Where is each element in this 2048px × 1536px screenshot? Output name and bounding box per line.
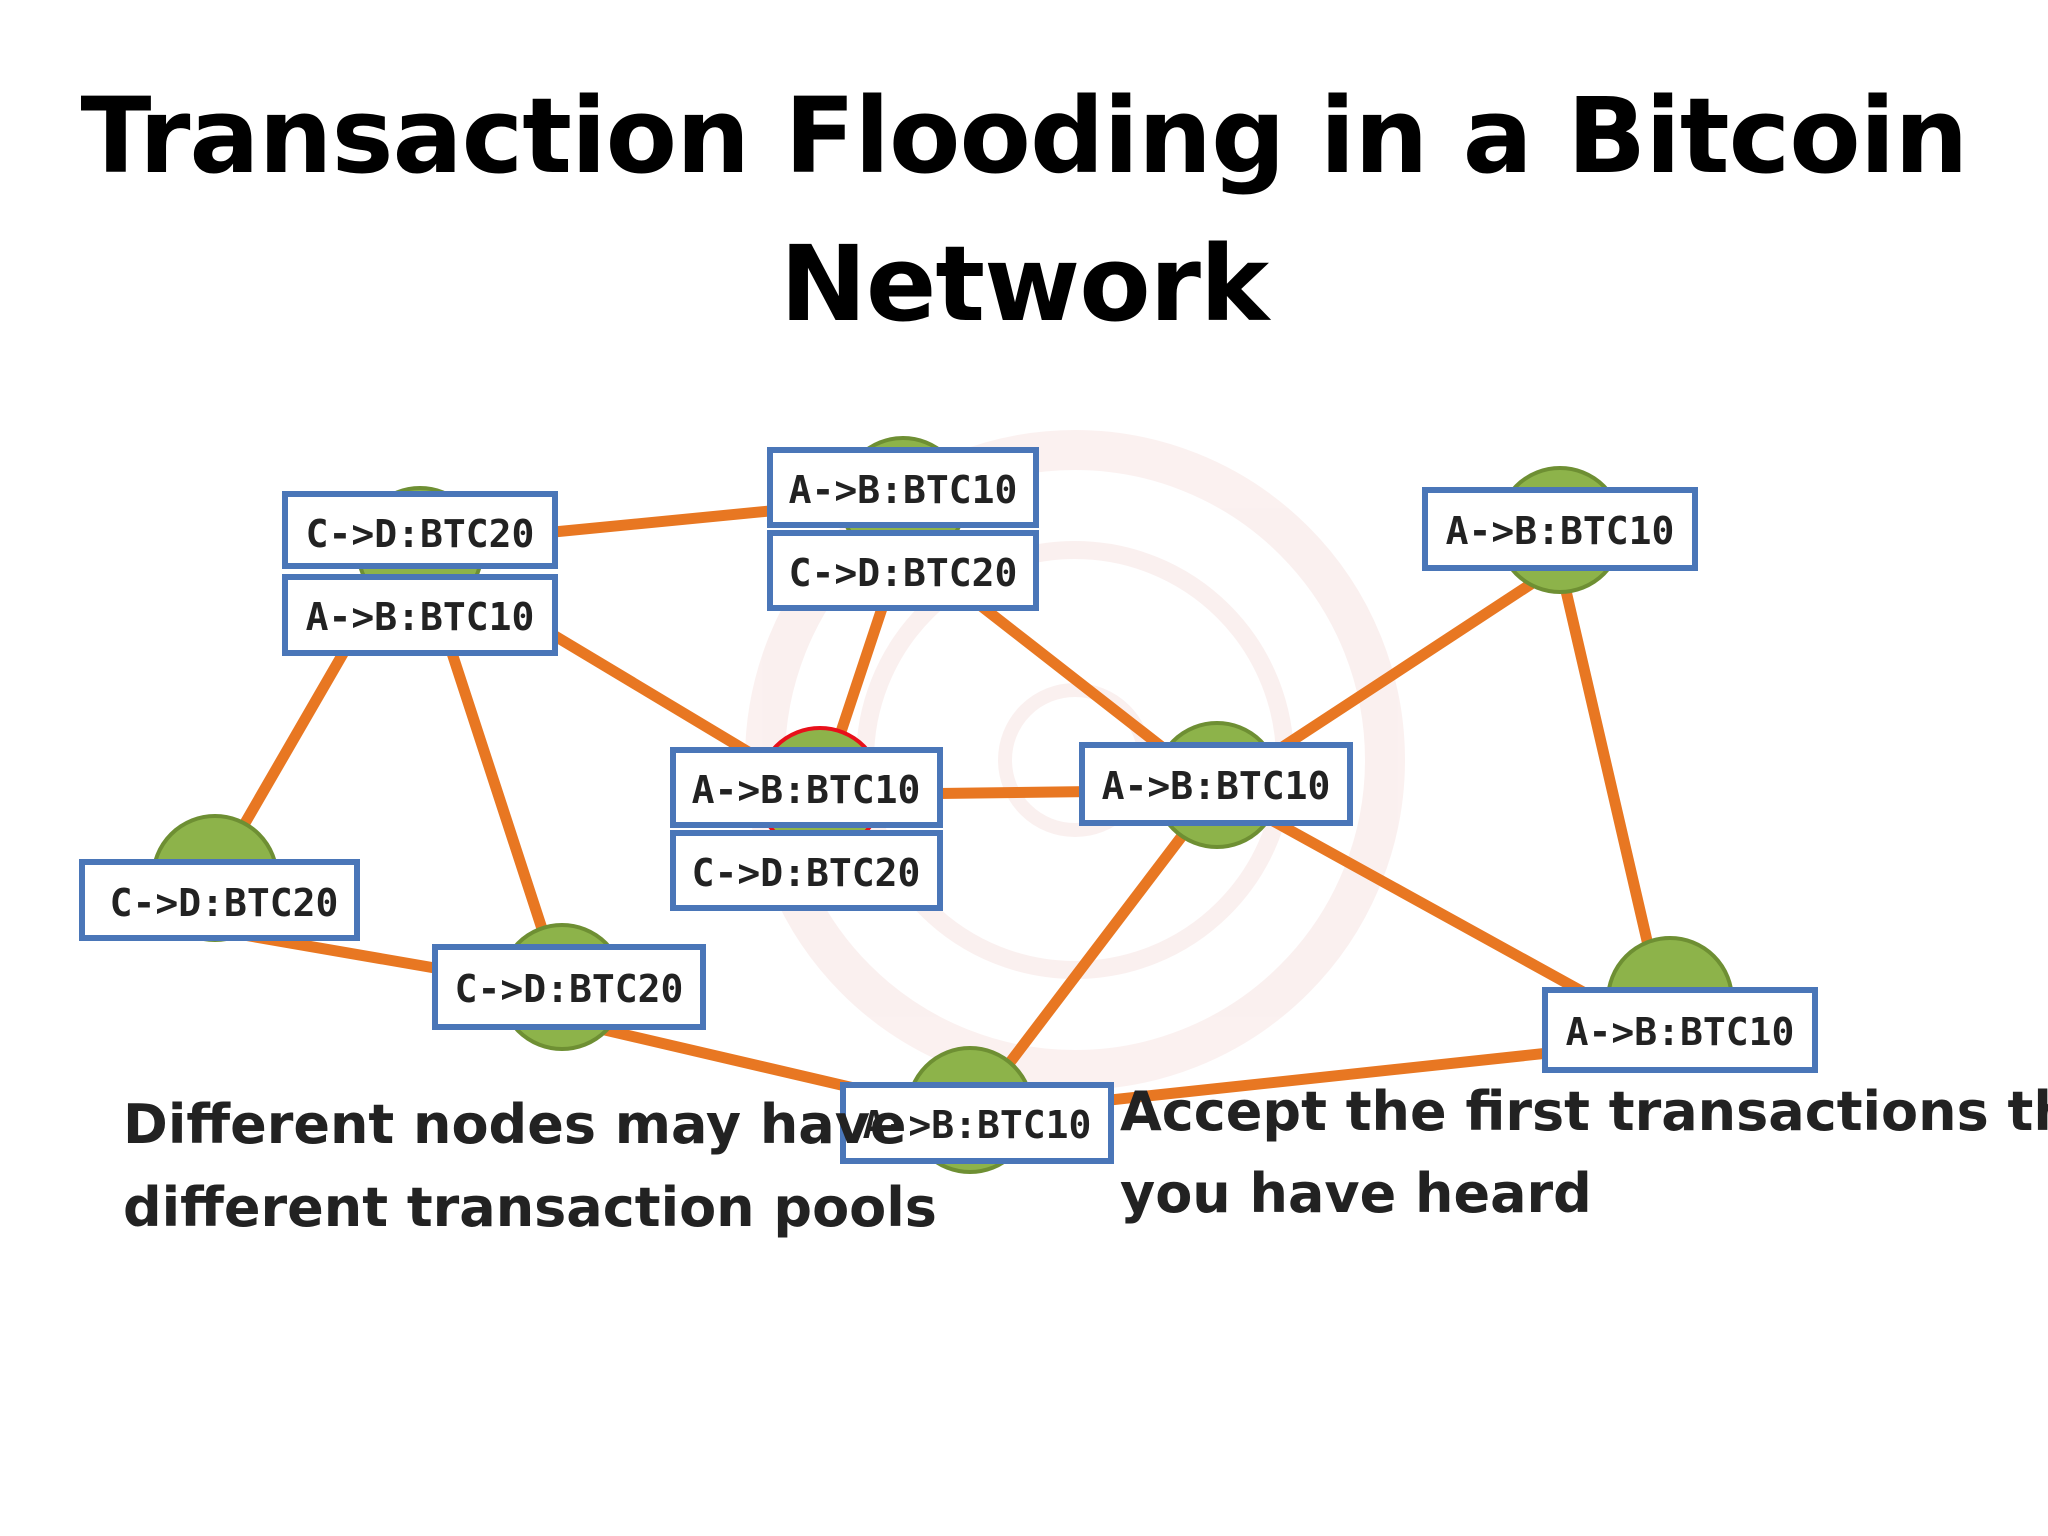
caption-left: Different nodes may have different trans… [123,1093,937,1239]
tx-label: C->D:BTC20 [789,551,1018,595]
tx-box [670,830,943,911]
tx-pool-mid-low: C->D:BTC20 [432,944,706,1030]
tx-box [282,574,558,656]
edge-center-bottom [965,786,1222,1119]
tx-pools: C->D:BTC20 A->B:BTC10 A->B:BTC10 C->D:BT… [79,447,1818,1164]
caption-right-line-1: Accept the first transactions that [1120,1080,2048,1143]
tx-label: A->B:BTC10 [863,1103,1092,1147]
tx-box [767,447,1039,528]
caption-right-line-2: you have heard [1120,1162,1592,1225]
tx-label: A->B:BTC10 [306,595,535,639]
tx-box [670,747,943,828]
tx-box [282,491,558,569]
caption-right: Accept the first transactions that you h… [1120,1080,2048,1225]
slide-title: Transaction Flooding in a Bitcoin Networ… [80,75,1969,345]
tx-label: C->D:BTC20 [110,881,339,925]
tx-label: C->D:BTC20 [455,967,684,1011]
caption-left-line-2: different transaction pools [123,1176,937,1239]
tx-pool-top: A->B:BTC10 C->D:BTC20 [767,447,1039,611]
tx-pool-top-left: C->D:BTC20 A->B:BTC10 [282,491,558,656]
tx-pool-origin: A->B:BTC10 C->D:BTC20 [670,747,943,911]
tx-box [767,530,1039,611]
tx-label: C->D:BTC20 [306,512,535,556]
tx-pool-bottom-right: A->B:BTC10 [1542,987,1818,1073]
tx-pool-top-right: A->B:BTC10 [1422,487,1698,571]
tx-label: A->B:BTC10 [692,768,921,812]
tx-box [1542,987,1818,1073]
caption-left-line-1: Different nodes may have [123,1093,907,1156]
tx-pool-center: A->B:BTC10 [1079,742,1353,826]
tx-label: A->B:BTC10 [789,468,1018,512]
tx-box [79,859,360,941]
tx-label: C->D:BTC20 [692,851,921,895]
tx-box [432,944,706,1030]
tx-pool-left-mid: C->D:BTC20 [79,859,360,941]
tx-label: A->B:BTC10 [1446,509,1675,553]
tx-box [1422,487,1698,571]
tx-box [1079,742,1353,826]
tx-pool-bottom: A->B:BTC10 [840,1082,1114,1164]
tx-box [840,1082,1114,1164]
tx-label: A->B:BTC10 [1566,1010,1795,1054]
tx-label: A->B:BTC10 [1102,764,1331,808]
